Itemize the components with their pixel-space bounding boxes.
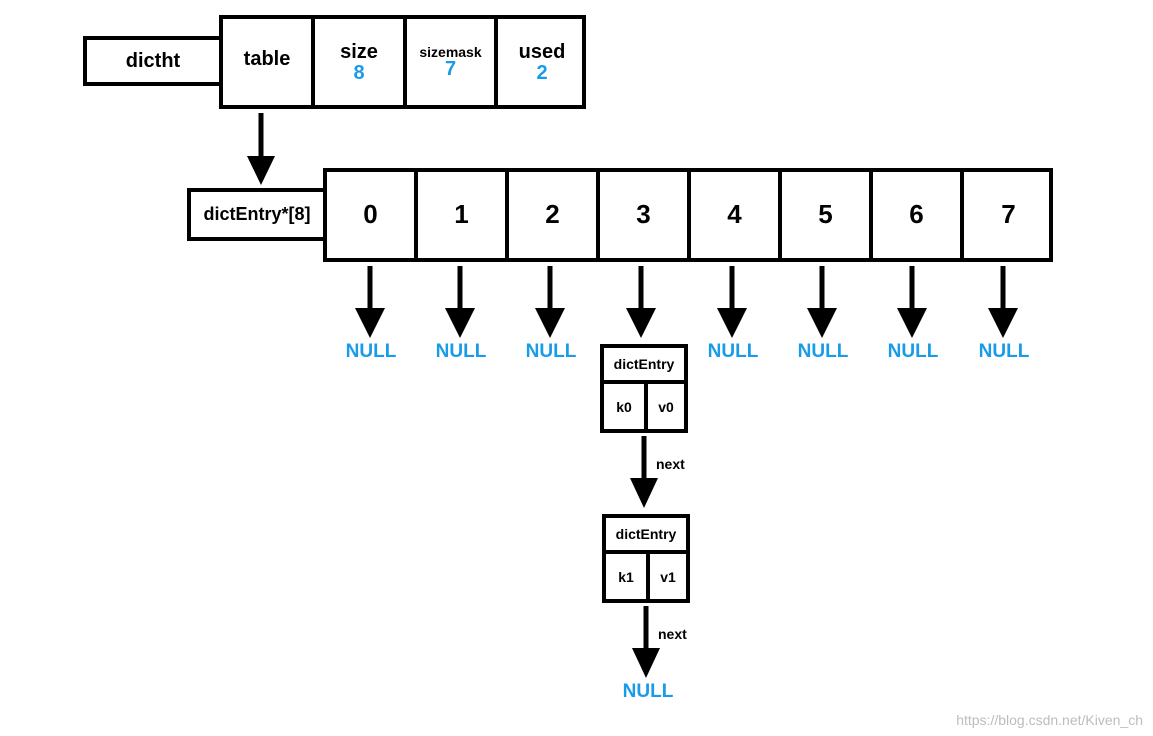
field-used-label: used bbox=[518, 40, 566, 63]
next-label-1: next bbox=[658, 626, 687, 642]
bucket-0-arrow bbox=[355, 266, 385, 338]
entry1-next-arrow bbox=[632, 606, 660, 678]
entry0-next-arrow bbox=[630, 436, 658, 508]
dictht-struct: table size 8 sizemask 7 used 2 bbox=[219, 15, 586, 109]
bucket-1-index: 1 bbox=[454, 199, 469, 230]
field-used-value: 2 bbox=[536, 61, 548, 84]
dict-entry-1-value: v1 bbox=[646, 554, 686, 599]
bucket-5: 5 bbox=[778, 172, 869, 258]
dict-entry-0-key: k0 bbox=[616, 398, 632, 415]
field-size: size 8 bbox=[311, 19, 403, 105]
bucket-2-index: 2 bbox=[545, 199, 560, 230]
array-label: dictEntry*[8] bbox=[203, 204, 311, 225]
null-bucket-1: NULL bbox=[435, 341, 487, 362]
bucket-3: 3 bbox=[596, 172, 687, 258]
field-used: used 2 bbox=[494, 19, 586, 105]
bucket-7-index: 7 bbox=[1001, 199, 1016, 230]
bucket-3-index: 3 bbox=[636, 199, 651, 230]
bucket-7: 7 bbox=[960, 172, 1053, 258]
bucket-3-arrow bbox=[626, 266, 656, 338]
field-sizemask-value: 7 bbox=[444, 58, 457, 81]
dict-entry-1: dictEntry k1 v1 bbox=[602, 514, 690, 603]
bucket-0: 0 bbox=[323, 172, 418, 258]
dict-entry-1-title: dictEntry bbox=[606, 518, 686, 554]
dict-entry-0-title: dictEntry bbox=[604, 348, 684, 384]
bucket-4-arrow bbox=[717, 266, 747, 338]
null-bucket-2: NULL bbox=[525, 341, 577, 362]
bucket-0-index: 0 bbox=[363, 199, 378, 230]
bucket-4: 4 bbox=[687, 172, 778, 258]
field-sizemask: sizemask 7 bbox=[403, 19, 494, 105]
dict-entry-1-key: k1 bbox=[618, 568, 634, 585]
dictht-label: dictht bbox=[125, 49, 181, 72]
null-bucket-0: NULL bbox=[345, 341, 397, 362]
bucket-2-arrow bbox=[535, 266, 565, 338]
bucket-1: 1 bbox=[414, 172, 505, 258]
field-table: table bbox=[219, 19, 315, 105]
null-bucket-7: NULL bbox=[978, 341, 1030, 362]
next-label-0: next bbox=[656, 456, 685, 472]
array-label-box: dictEntry*[8] bbox=[187, 188, 327, 241]
dict-entry-0: dictEntry k0 v0 bbox=[600, 344, 688, 433]
field-sizemask-label: sizemask bbox=[419, 43, 482, 60]
null-bucket-4: NULL bbox=[707, 341, 759, 362]
bucket-4-index: 4 bbox=[727, 199, 742, 230]
watermark: https://blog.csdn.net/Kiven_ch bbox=[956, 712, 1143, 728]
bucket-6-index: 6 bbox=[909, 199, 924, 230]
bucket-1-arrow bbox=[445, 266, 475, 338]
null-bucket-5: NULL bbox=[797, 341, 849, 362]
bucket-5-arrow bbox=[807, 266, 837, 338]
bucket-array: 0 1 2 3 4 5 6 7 bbox=[323, 168, 1053, 262]
field-size-value: 8 bbox=[353, 61, 365, 84]
field-size-label: size bbox=[340, 40, 378, 63]
dictht-label-box: dictht bbox=[83, 36, 223, 86]
bucket-6: 6 bbox=[869, 172, 960, 258]
null-bucket-6: NULL bbox=[887, 341, 939, 362]
table-pointer-arrow bbox=[247, 113, 275, 185]
dict-entry-0-value: v0 bbox=[644, 384, 684, 429]
null-chain-end: NULL bbox=[622, 681, 674, 702]
bucket-7-arrow bbox=[988, 266, 1018, 338]
bucket-2: 2 bbox=[505, 172, 596, 258]
bucket-5-index: 5 bbox=[818, 199, 833, 230]
field-table-label: table bbox=[243, 48, 291, 70]
bucket-6-arrow bbox=[897, 266, 927, 338]
